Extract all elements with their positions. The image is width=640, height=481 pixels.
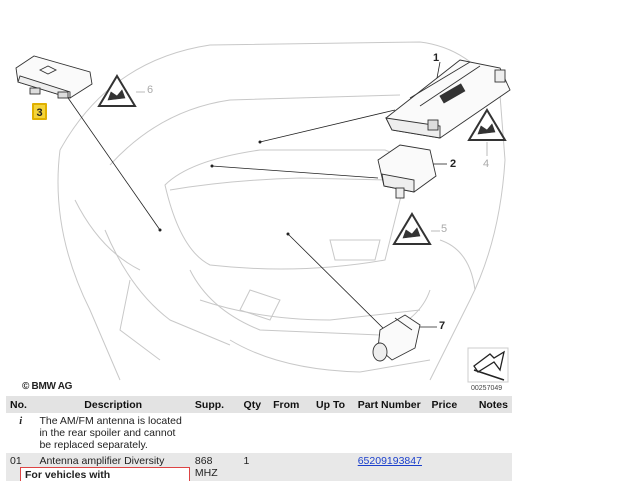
leader-dots bbox=[158, 140, 290, 236]
col-price: Price bbox=[427, 396, 469, 413]
col-notes: Notes bbox=[468, 396, 512, 413]
vehicle-condition-note: For vehicles with bbox=[20, 467, 190, 481]
callout-5[interactable]: 5 bbox=[441, 223, 448, 235]
table-header-row: No. Description Supp. Qty From Up To Par… bbox=[6, 396, 512, 413]
part-1-antenna-amplifier bbox=[385, 59, 511, 139]
callout-2[interactable]: 2 bbox=[450, 158, 457, 170]
esd-warning-icon-5 bbox=[392, 212, 432, 245]
image-number: 00257049 bbox=[471, 385, 503, 392]
callout-3-highlighted[interactable]: 3 bbox=[32, 103, 47, 120]
col-supp: Supp. bbox=[190, 396, 240, 413]
esd-warning-icon-4 bbox=[467, 108, 507, 141]
leader-lines bbox=[65, 61, 447, 331]
table-row-info: i The AM/FM antenna is located in the re… bbox=[6, 413, 512, 453]
part-2-module bbox=[377, 144, 437, 199]
view-direction-arrow-icon bbox=[467, 347, 509, 383]
col-qty: Qty bbox=[239, 396, 270, 413]
callout-7[interactable]: 7 bbox=[439, 320, 446, 332]
part-7-module bbox=[372, 314, 421, 362]
row-description: The AM/FM antenna is located in the rear… bbox=[39, 415, 182, 451]
callout-6[interactable]: 6 bbox=[147, 84, 154, 96]
col-part-number: Part Number bbox=[353, 396, 428, 413]
car-outline bbox=[57, 41, 506, 381]
col-from: From bbox=[269, 396, 313, 413]
callout-1[interactable]: 1 bbox=[433, 52, 440, 64]
callout-4[interactable]: 4 bbox=[483, 158, 490, 170]
info-icon: i bbox=[19, 416, 23, 427]
col-no: No. bbox=[6, 396, 36, 413]
col-upto: Up To bbox=[312, 396, 354, 413]
col-description: Description bbox=[35, 396, 191, 413]
warning-leaders bbox=[136, 91, 488, 232]
esd-warning-icon-6 bbox=[97, 74, 137, 107]
part-number-link[interactable]: 65209193847 bbox=[357, 455, 422, 467]
row-qty: 1 bbox=[239, 453, 270, 481]
parts-diagram bbox=[15, 41, 511, 383]
row-supp: 868 MHZ bbox=[190, 453, 240, 481]
part-3-antenna-module bbox=[15, 55, 93, 99]
copyright-label: © BMW AG bbox=[22, 381, 73, 392]
